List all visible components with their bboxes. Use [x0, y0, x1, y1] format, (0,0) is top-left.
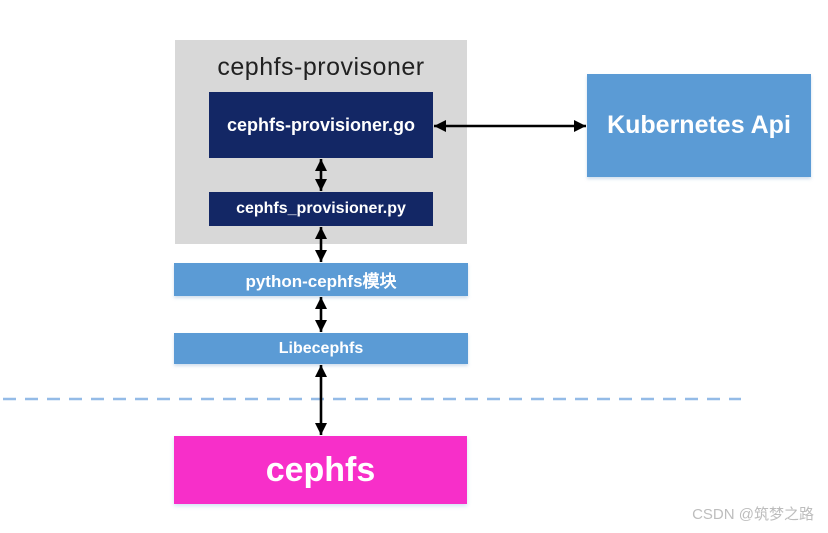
- group-title: cephfs-provisoner: [217, 52, 425, 81]
- node-cephfs-provisioner-go: cephfs-provisioner.go: [209, 92, 433, 158]
- node-cephfs-provisioner-py: cephfs_provisioner.py: [209, 192, 433, 226]
- node-libcephfs: Libecephfs: [174, 333, 468, 364]
- node-python-cephfs-module: python-cephfs模块: [174, 263, 468, 296]
- watermark: CSDN @筑梦之路: [692, 506, 814, 523]
- node-cephfs: cephfs: [174, 436, 467, 504]
- node-kubernetes-api: Kubernetes Api: [587, 74, 811, 177]
